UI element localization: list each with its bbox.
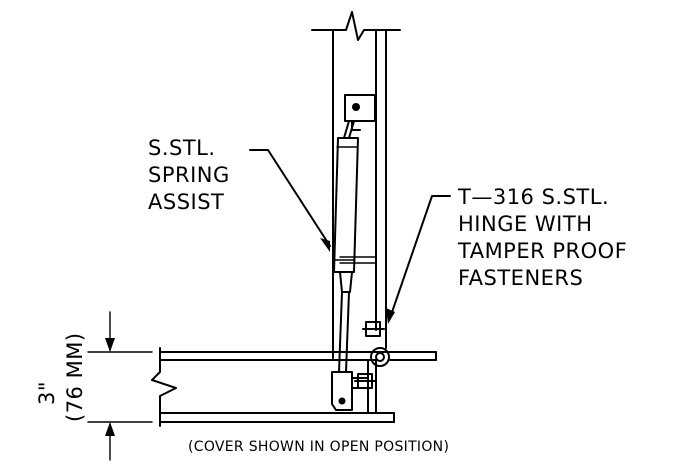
upper-spring-bracket (344, 94, 376, 131)
open-cover-panel (311, 11, 401, 359)
hinge-label-line-2: HINGE WITH (458, 212, 593, 236)
hinge-label-line-1: T—316 S.STL. (457, 185, 609, 209)
lower-spring-bracket (331, 371, 369, 411)
spring-leader (249, 149, 331, 252)
spring-assist-label-line-2: SPRING (148, 163, 230, 187)
hinge-leader (386, 195, 451, 324)
spring-assist-cylinder (333, 120, 359, 373)
dimension-lines (87, 311, 153, 461)
spring-assist-label-line-3: ASSIST (148, 190, 224, 214)
hinge-assembly (354, 321, 390, 389)
hinge-label-line-4: FASTENERS (458, 266, 583, 290)
dimension-metric-label: (76 MM) (63, 332, 87, 422)
hinge-label-line-3: TAMPER PROOF (457, 239, 627, 263)
frame-channel (151, 347, 437, 427)
dimension-imperial-label: 3" (35, 381, 59, 405)
caption-label: (COVER SHOWN IN OPEN POSITION) (188, 439, 449, 455)
spring-assist-label-line-1: S.STL. (148, 136, 216, 160)
